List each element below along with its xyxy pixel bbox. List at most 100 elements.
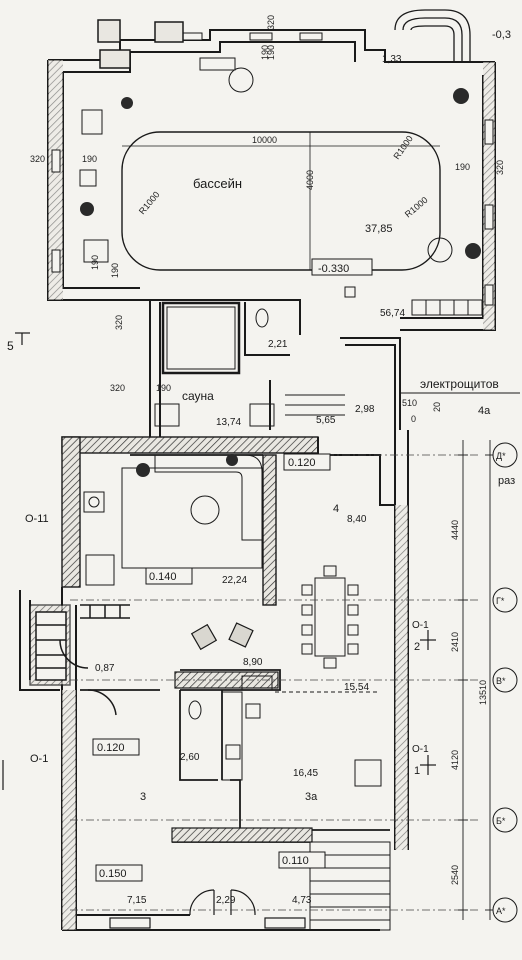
sauna-cabin-inner (166, 306, 236, 370)
living-plants (136, 454, 238, 477)
south-partition-hatch (171, 827, 313, 843)
porch-area: 4,73 (292, 895, 312, 906)
axis-o11: O-11 (25, 513, 49, 525)
pool-right-dim: 190 (455, 162, 470, 172)
living-level: 0.140 (149, 571, 177, 583)
dining-table (301, 565, 359, 669)
sauna-area: 13,74 (216, 417, 241, 428)
section-5: 5 (7, 339, 14, 353)
living-left-wall (61, 436, 81, 588)
sauna-fixtures (154, 308, 345, 427)
dim-4440: 4440 (450, 520, 460, 540)
right-annotations: Д* Г* В* Б* А* 4440 2410 4120 2540 13510… (412, 29, 515, 916)
wall-190-c: 190 (260, 45, 270, 60)
pool-plants (80, 88, 481, 259)
level-boxes (92, 258, 373, 882)
electrical-name: электрощитов (420, 377, 499, 391)
pool-gallery-steps (411, 299, 483, 316)
pool-bottom-dim: 190 (110, 263, 120, 278)
entrance-doors (109, 889, 306, 929)
vestibule-area: 2,29 (216, 895, 236, 906)
wall-320-c: 320 (110, 383, 125, 393)
top-right-level: -0,3 (492, 29, 511, 41)
stair-block (29, 604, 130, 716)
porch-level: 0.110 (282, 855, 309, 867)
pool-gallery-area: 56,74 (380, 308, 405, 319)
dim-2410: 2410 (450, 632, 460, 652)
left-annotations: 320 190 320 320 190 190 O-11 O-1 5 (7, 45, 270, 765)
sec-o1-a: O-1 (412, 620, 429, 631)
living-right-partition (262, 454, 277, 606)
wall-190-a: 190 (90, 255, 100, 270)
dim-2540: 2540 (450, 865, 460, 885)
pool-length: 10000 (252, 135, 277, 145)
hall4-level: 0.120 (288, 457, 316, 469)
sec-2: 2 (414, 641, 420, 653)
axis-o1: O-1 (30, 753, 48, 765)
hall4-arrow: 4а (478, 405, 491, 417)
room3a-num: 3а (305, 791, 318, 803)
living-top-wall (61, 436, 319, 454)
room3a-area: 16,45 (293, 768, 318, 779)
wc-top-area: 2,21 (268, 339, 288, 350)
pool-basin (121, 131, 441, 271)
pool-furniture (79, 57, 453, 298)
sauna-block-walls (149, 299, 401, 440)
electrical-dim-3: 0 (411, 414, 416, 424)
axis-g: Г* (496, 596, 505, 606)
corridor-area: 5,65 (316, 415, 336, 426)
living-area: 22,24 (222, 575, 247, 586)
wall-320-b: 320 (114, 315, 124, 330)
stair-area: 0,87 (95, 663, 115, 674)
electrical-dim-1: 510 (402, 398, 417, 408)
top-wall-dim-2: 320 (266, 15, 276, 30)
axis-b: Б* (496, 816, 506, 826)
wall-190-b: 190 (156, 383, 171, 393)
entrance-area: 7,15 (127, 895, 147, 906)
axis-d: Д* (496, 451, 506, 461)
kitchen-counters (221, 675, 382, 787)
top-left-structure (97, 19, 184, 69)
axis-bubbles (492, 442, 518, 923)
room3-level: 0.120 (97, 742, 125, 754)
sauna-name: сауна (182, 389, 214, 403)
top-right-curved-steps (394, 9, 471, 62)
pool-area: 37,85 (365, 223, 393, 235)
section-marks (2, 332, 436, 790)
pool-level: -0.330 (318, 263, 349, 275)
entrance-level: 0.150 (99, 868, 127, 880)
pool-width: 4000 (305, 170, 315, 190)
dimension-chain (400, 392, 520, 920)
axis-v: В* (496, 676, 506, 686)
dim-4120: 4120 (450, 750, 460, 770)
armchairs (190, 622, 254, 651)
pool-left-dim: 190 (82, 154, 97, 164)
sauna-cabin (161, 301, 241, 375)
hall4-num: 4 (333, 503, 339, 515)
sec-o1-b: O-1 (412, 744, 429, 755)
pool-name: бассейн (193, 176, 242, 191)
pool-dimension-lines (122, 132, 440, 270)
dining-area: 8,90 (243, 657, 263, 668)
east-wall-hatch (395, 505, 408, 850)
wc-bottom-area: 2,60 (180, 752, 200, 763)
pool-left-wall-hatch (48, 60, 63, 300)
electrical-area: 2,98 (355, 404, 375, 415)
axis-lines (70, 454, 480, 911)
text-raz: раз (498, 475, 515, 487)
wc-bottom-toilet (188, 700, 202, 720)
wall-320-a: 320 (30, 154, 45, 164)
hall4-area: 8,40 (347, 514, 367, 525)
sec-1: 1 (414, 765, 420, 777)
kitchen-area: 15,54 (344, 682, 369, 693)
top-wall-dim-1: 190 (266, 45, 276, 60)
south-left-wall-hatch (62, 690, 76, 930)
pool-windows (51, 32, 494, 306)
axis-a: А* (496, 906, 506, 916)
wall-320-right: 320 (495, 160, 505, 175)
top-entry-area: 1,33 (382, 54, 402, 65)
dim-13510: 13510 (478, 680, 488, 705)
electrical-dim-2: 20 (432, 402, 442, 412)
